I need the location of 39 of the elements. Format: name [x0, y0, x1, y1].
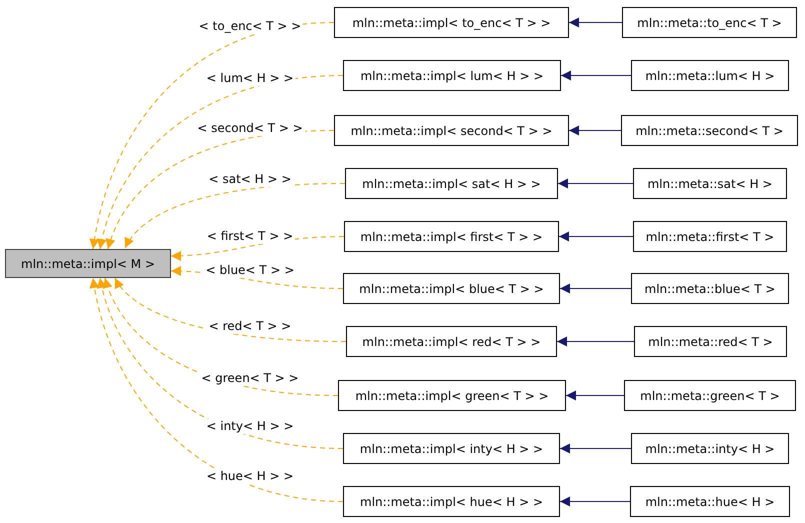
- arrow: [560, 496, 630, 506]
- class-box: mln::meta::blue< T >: [631, 273, 789, 304]
- class-box: mln::meta::inty< H >: [631, 433, 789, 464]
- class-box: mln::meta::to_enc< T >: [622, 7, 797, 38]
- class-box: mln::meta::impl< blue< T > >: [343, 273, 560, 304]
- class-box: mln::meta::lum< H >: [631, 60, 789, 91]
- class-box: mln::meta::hue< H >: [630, 486, 790, 517]
- dashed-arrow: [97, 75, 344, 250]
- class-box: mln::meta::green< T >: [624, 380, 796, 411]
- class-box: mln::meta::sat< H >: [633, 168, 787, 199]
- dashed-arrow: [124, 183, 346, 248]
- base-class-box: mln::meta::impl< M >: [5, 249, 171, 278]
- class-box: mln::meta::red< T >: [634, 326, 787, 357]
- class-box: mln::meta::impl< first< T > >: [344, 221, 559, 252]
- dashed-arrow: [90, 22, 334, 250]
- class-box: mln::meta::impl< lum< H > >: [343, 60, 561, 91]
- class-box: mln::meta::impl< red< T > >: [346, 326, 557, 357]
- arrow: [558, 178, 634, 188]
- arrow: [560, 70, 632, 80]
- class-box: mln::meta::impl< hue< H > >: [343, 486, 560, 517]
- arrow: [556, 336, 634, 346]
- class-box: mln::meta::impl< inty< H > >: [343, 433, 560, 464]
- class-box: mln::meta::impl< sat< H > >: [345, 168, 558, 199]
- arrow: [560, 444, 632, 454]
- arrow: [566, 390, 624, 400]
- dashed-arrow: [114, 278, 346, 342]
- class-box: mln::meta::first< T >: [633, 221, 787, 252]
- edge-label: < sat< H > >: [206, 172, 294, 187]
- edge-label: < blue< T > >: [204, 262, 296, 278]
- arrow: [560, 284, 632, 294]
- class-box: mln::meta::impl< to_enc< T > >: [334, 7, 569, 38]
- arrow: [568, 126, 622, 136]
- class-box: mln::meta::impl< second< T > >: [334, 115, 569, 146]
- class-box: mln::meta::impl< green< T > >: [338, 380, 566, 411]
- dashed-arrow: [90, 278, 344, 502]
- arrow: [568, 18, 622, 28]
- class-box: mln::meta::second< T >: [621, 115, 798, 146]
- arrow: [558, 232, 634, 242]
- dashed-arrow: [97, 278, 344, 449]
